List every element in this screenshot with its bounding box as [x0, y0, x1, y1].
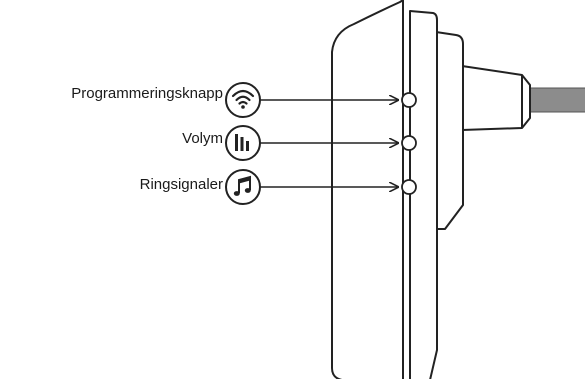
housing-front — [331, 0, 404, 379]
housing-middle — [409, 10, 438, 379]
power-cable — [525, 87, 585, 113]
label-volume: Volym — [182, 130, 223, 147]
music-note-icon — [225, 169, 261, 205]
housing-back — [435, 31, 464, 230]
volume-button — [401, 135, 417, 151]
label-ringtones: Ringsignaler — [139, 176, 223, 193]
power-plug — [461, 65, 531, 131]
wifi-icon — [225, 82, 261, 118]
ringtone-button — [401, 179, 417, 195]
volume-bars-icon — [225, 125, 261, 161]
label-programming-button: Programmeringsknapp — [71, 85, 223, 102]
programming-button — [401, 92, 417, 108]
